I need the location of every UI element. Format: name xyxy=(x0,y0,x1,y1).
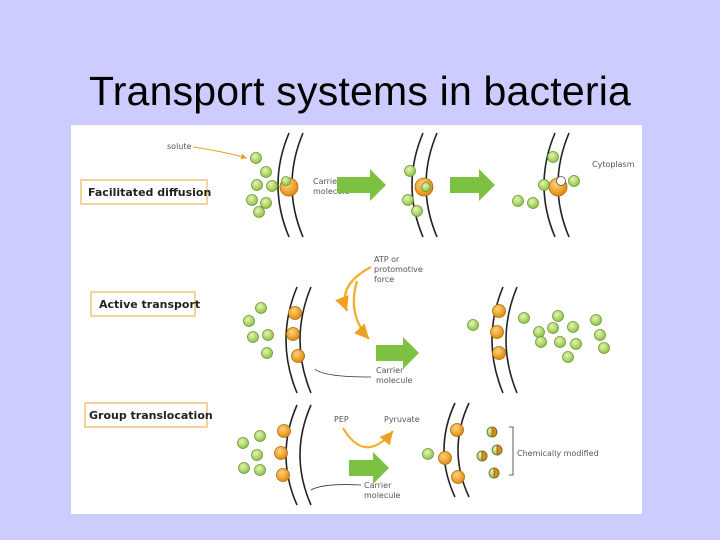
transport-diagram: Facilitated diffusion Active transport G… xyxy=(71,125,642,514)
solute-molecules-row3-outside xyxy=(237,430,266,476)
solute-molecules-row1-outside xyxy=(246,152,278,218)
solute-molecules-row3-mid xyxy=(422,448,434,460)
modified-bracket xyxy=(509,426,514,476)
energy-cycle-arrow-2 xyxy=(352,280,370,340)
membrane-row3-a xyxy=(285,404,312,506)
chem-modified-label: Chemically modified xyxy=(517,449,599,458)
flow-arrow-row2 xyxy=(376,337,419,369)
atp-label-3: force xyxy=(374,275,394,284)
carrier-label-2: Carrier xyxy=(376,366,404,375)
solute-molecules-row1-mid xyxy=(402,165,423,217)
row-label-facilitated-diffusion: Facilitated diffusion xyxy=(80,179,211,205)
solute-molecules-row2-inside xyxy=(467,310,610,363)
carrier-molecules-row2-a xyxy=(286,306,305,363)
solute-molecules-row1-right xyxy=(512,151,580,209)
membrane-row3-b xyxy=(443,402,470,498)
carrier-label-3b: molecule xyxy=(364,491,401,500)
carrier-molecules-row3-b xyxy=(438,423,465,484)
atp-label-2: protomotive xyxy=(374,265,423,274)
modified-molecules-row3 xyxy=(476,426,503,479)
diagram-canvas: Facilitated diffusion Active transport G… xyxy=(80,132,635,506)
pyruvate-label: Pyruvate xyxy=(384,415,420,424)
carrier-label-3: Carrier xyxy=(364,481,392,490)
energy-cycle-arrow-1 xyxy=(335,265,372,312)
solute-label: solute xyxy=(167,142,191,151)
membrane-row2-a xyxy=(285,286,312,394)
row-label-text: Facilitated diffusion xyxy=(88,186,211,199)
slide-title: Transport systems in bacteria xyxy=(88,68,632,114)
carrier-label-1: Carrier xyxy=(313,177,341,186)
solute-pointer xyxy=(192,146,248,160)
atp-label-1: ATP or xyxy=(374,255,400,264)
row-label-group-translocation: Group translocation xyxy=(84,402,213,428)
row-label-text: Group translocation xyxy=(89,409,213,422)
carrier-pointer-2 xyxy=(314,368,372,378)
flow-arrow-row3 xyxy=(349,452,389,484)
row-label-text: Active transport xyxy=(99,298,200,311)
carrier-label-1b: molecule xyxy=(313,187,350,196)
carrier-molecules-row3-a xyxy=(274,424,291,482)
carrier-molecules-row2-b xyxy=(490,304,506,360)
carrier-molecule-row1-b xyxy=(414,177,434,197)
membrane-row2-b xyxy=(491,286,518,394)
row-label-active-transport: Active transport xyxy=(90,291,200,317)
solute-molecules-row2-outside xyxy=(243,302,274,359)
cytoplasm-label: Cytoplasm xyxy=(592,160,635,169)
flow-arrow-row1-a xyxy=(337,169,386,201)
carrier-pointer-3 xyxy=(310,484,362,491)
pep-label: PEP xyxy=(334,415,349,424)
carrier-label-2b: molecule xyxy=(376,376,413,385)
carrier-molecule-row1-a xyxy=(279,176,299,197)
pep-cycle-arrow xyxy=(342,427,394,449)
flow-arrow-row1-b xyxy=(450,169,495,201)
carrier-molecule-row1-c xyxy=(548,176,568,197)
